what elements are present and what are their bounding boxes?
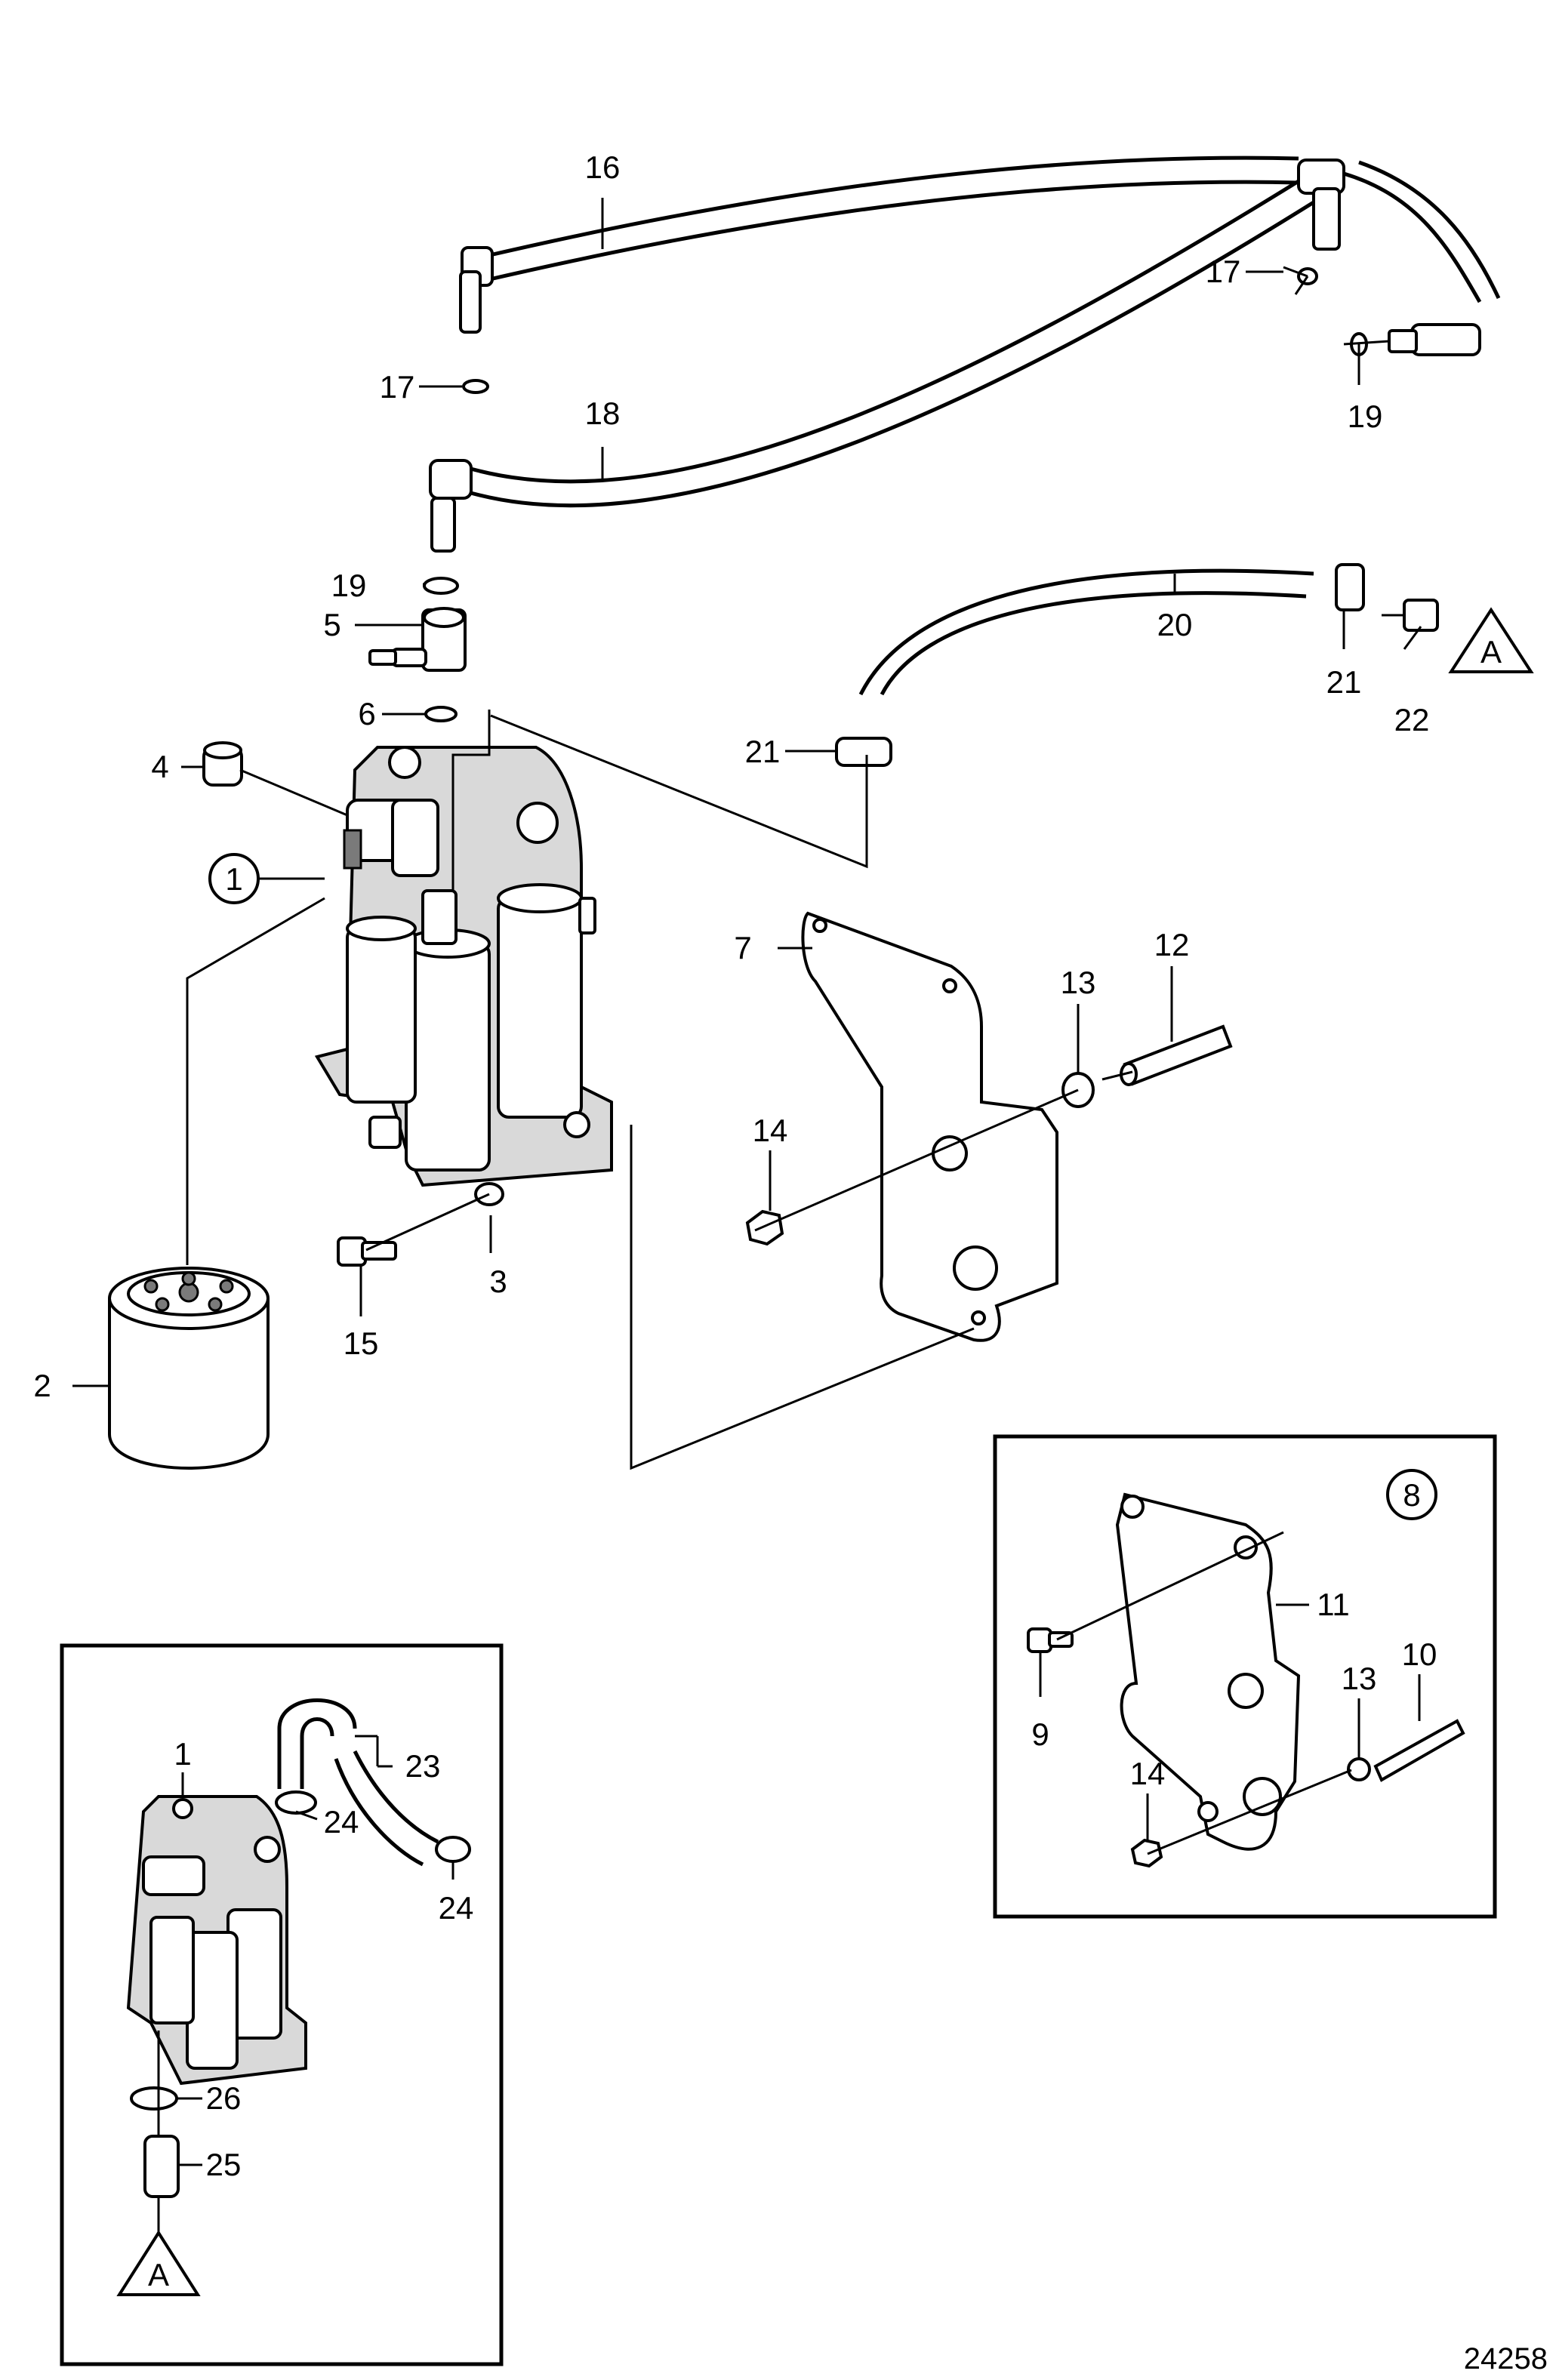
triangle-marker-a-inset: A: [116, 2230, 201, 2296]
inset-box-vent-connection: [60, 1643, 504, 2366]
fitting-5: [368, 607, 467, 672]
callout-7: 7: [734, 930, 751, 965]
callout-15: 15: [344, 1325, 379, 1361]
o-ring-17-left: [462, 379, 489, 394]
callout-18: 18: [585, 396, 621, 431]
callout-5: 5: [323, 607, 340, 642]
filter-cartridge-2: [108, 1267, 270, 1470]
marker-a-inset-label: A: [148, 2257, 169, 2292]
callout-13: 13: [1061, 965, 1096, 1000]
pin-12: [1120, 1024, 1233, 1086]
callout-14-inset: 14: [1130, 1756, 1166, 1791]
callout-1: 1: [225, 861, 242, 897]
callout-24-right: 24: [439, 1890, 474, 1926]
callout-leader-lines: [72, 198, 1422, 1387]
vent-hose-20: [835, 563, 1439, 767]
nut-14: [745, 1209, 784, 1246]
callout-24-left: 24: [324, 1804, 359, 1840]
fuel-filter-pump-assembly: [314, 746, 613, 1187]
callout-8: 8: [1403, 1477, 1420, 1513]
o-ring-19-left: [423, 577, 459, 595]
callout-2: 2: [33, 1368, 51, 1403]
callout-22: 22: [1394, 702, 1430, 737]
callout-10: 10: [1402, 1636, 1437, 1672]
callout-17-left: 17: [380, 369, 415, 405]
bushing-4: [202, 741, 243, 787]
callout-9: 9: [1031, 1716, 1049, 1752]
fuel-hose-18: [429, 179, 1315, 553]
callout-13-inset: 13: [1342, 1661, 1377, 1696]
callout-circle-1: 1: [208, 853, 260, 904]
callout-21-right: 21: [1326, 664, 1362, 700]
callout-21-left: 21: [745, 734, 781, 769]
callout-17-right: 17: [1206, 254, 1241, 289]
callout-26: 26: [206, 2080, 242, 2116]
figure-number: 24258: [1464, 2342, 1548, 2375]
callout-12: 12: [1154, 927, 1190, 962]
callout-19-right: 19: [1348, 399, 1383, 434]
hose-end-fitting-19-right: [1388, 323, 1481, 356]
bolt-15: [337, 1236, 397, 1267]
callout-circle-8: 8: [1386, 1469, 1437, 1520]
callout-11: 11: [1317, 1587, 1350, 1622]
triangle-marker-a-right: A: [1448, 607, 1534, 673]
callout-4: 4: [151, 749, 168, 784]
callout-1-inset: 1: [174, 1736, 191, 1772]
callout-23: 23: [405, 1748, 441, 1784]
o-ring-6: [424, 706, 458, 722]
exploded-view-guide-lines: [186, 266, 1390, 1470]
bracket-7: [801, 911, 1058, 1342]
callout-20: 20: [1157, 607, 1193, 642]
marker-a-right-label: A: [1480, 634, 1502, 670]
callout-25: 25: [206, 2147, 242, 2182]
fuel-hose-16: [459, 155, 1501, 334]
callout-16: 16: [585, 149, 621, 185]
callout-3: 3: [489, 1264, 507, 1299]
callout-19-left: 19: [331, 568, 367, 603]
callout-6: 6: [358, 696, 375, 731]
callout-14: 14: [753, 1113, 788, 1148]
inset-box-8: [993, 1434, 1497, 1919]
